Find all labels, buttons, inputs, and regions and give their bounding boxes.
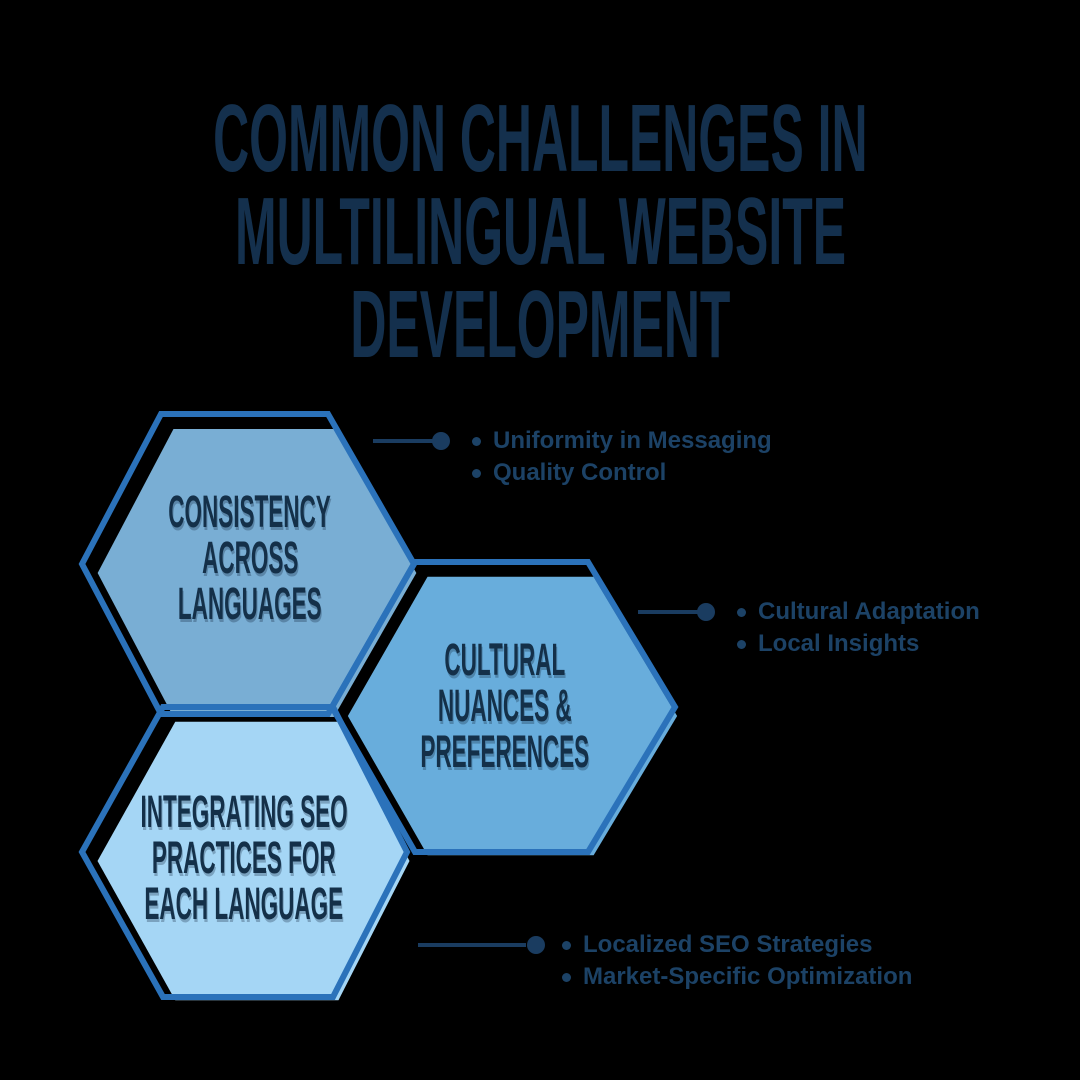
hexagon-label-line: CULTURAL — [444, 634, 566, 685]
callout-consistency: Uniformity in Messaging Quality Control — [472, 425, 772, 489]
list-item: Localized SEO Strategies — [562, 929, 912, 961]
list-item: Local Insights — [737, 628, 980, 660]
hexagon-label-line: EACH LANGUAGE — [144, 878, 344, 929]
bullet-text: Local Insights — [758, 630, 920, 657]
bullet-text: Uniformity in Messaging — [493, 427, 772, 454]
list-item: Uniformity in Messaging — [472, 425, 772, 457]
hexagon-seo-outline — [78, 704, 411, 1000]
hexagon-seo — [78, 704, 411, 1001]
bullet-text: Cultural Adaptation — [758, 598, 980, 625]
hexagon-label-line: LANGUAGES — [178, 578, 322, 629]
hexagon-label-line: CONSISTENCY — [168, 486, 332, 537]
connector-dot-1 — [432, 432, 450, 450]
bullet-dot-icon — [737, 639, 746, 649]
hexagon-label-line: ACROSS — [201, 532, 299, 583]
list-item: Market-Specific Optimization — [562, 961, 912, 993]
hexagon-seo-fill — [97, 721, 410, 1001]
bullet-dot-icon — [737, 607, 746, 617]
callout-cultural: Cultural Adaptation Local Insights — [737, 596, 980, 660]
hexagon-consistency-fill — [97, 429, 417, 717]
hexagon-label-line: PRACTICES FOR — [152, 832, 336, 883]
hexagon-cultural — [328, 559, 679, 856]
bullet-text: Market-Specific Optimization — [583, 963, 913, 990]
callout-seo: Localized SEO Strategies Market-Specific… — [562, 929, 912, 993]
bullet-dot-icon — [562, 972, 571, 982]
hexagon-cultural-outline — [328, 559, 679, 855]
page-title-line: DEVELOPMENT — [350, 271, 730, 378]
bullet-dot-icon — [472, 436, 481, 446]
hexagon-cultural-label: CULTURAL NUANCES & PREFERENCES — [345, 637, 665, 775]
bullet-text: Quality Control — [493, 459, 667, 486]
page-title-line: MULTILINGUAL WEBSITE — [234, 178, 846, 285]
list-item: Quality Control — [472, 457, 772, 489]
list-item: Cultural Adaptation — [737, 596, 980, 628]
hexagon-label-line: PREFERENCES — [420, 726, 590, 777]
hexagon-label-line: NUANCES & — [438, 680, 572, 731]
bullet-text: Localized SEO Strategies — [583, 931, 873, 958]
hexagon-cultural-fill — [347, 576, 678, 856]
page-title-line: COMMON CHALLENGES IN — [212, 85, 868, 192]
connector-dot-3 — [527, 936, 545, 954]
connector-dot-2 — [697, 603, 715, 621]
page-title: COMMON CHALLENGES IN MULTILINGUAL WEBSIT… — [0, 85, 1080, 378]
bullet-dot-icon — [472, 468, 481, 478]
hexagon-seo-label: INTEGRATING SEO PRACTICES FOR EACH LANGU… — [84, 789, 404, 927]
hexagon-label-line: INTEGRATING SEO — [140, 786, 348, 837]
hexagon-consistency-label: CONSISTENCY ACROSS LANGUAGES — [90, 489, 410, 627]
bullet-dot-icon — [562, 940, 571, 950]
